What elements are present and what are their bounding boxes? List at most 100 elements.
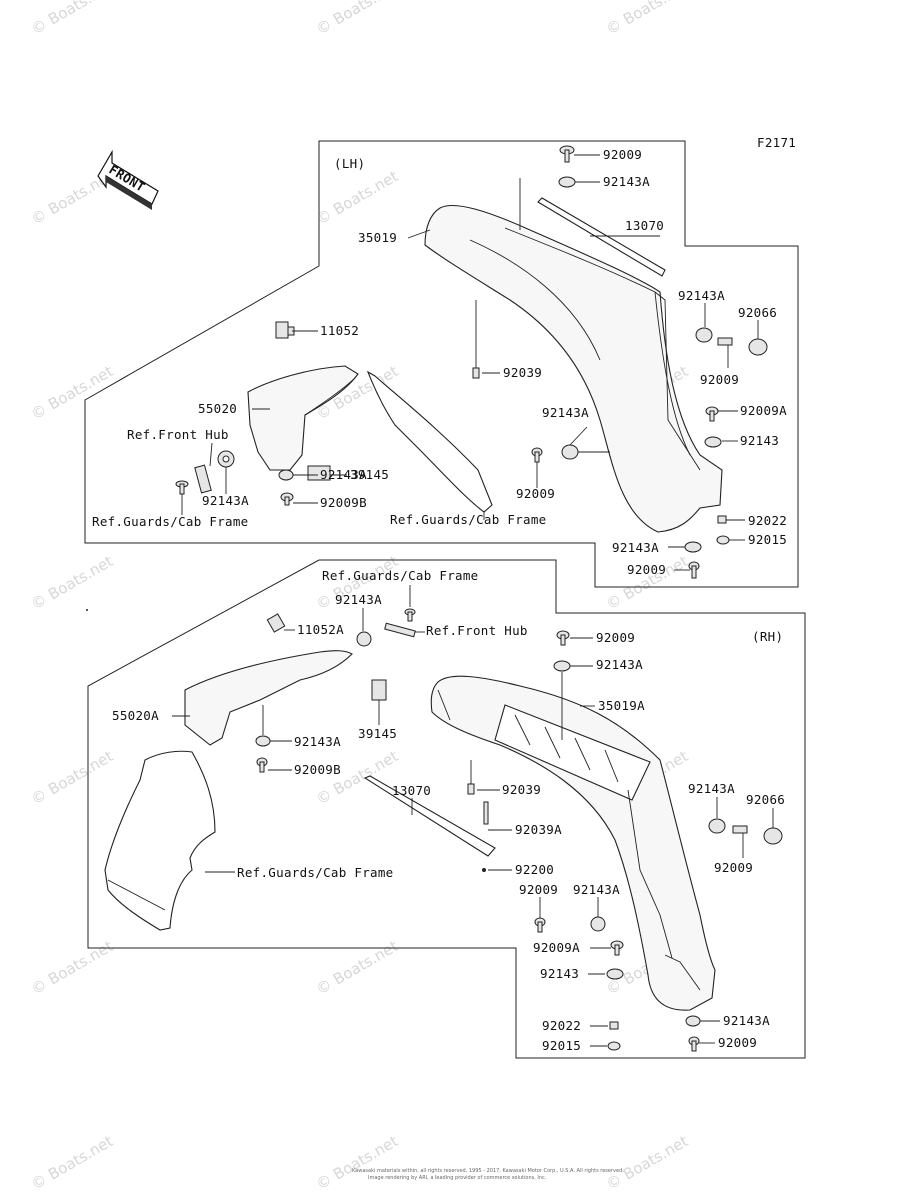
rh-washer-92015[interactable] — [607, 1041, 621, 1051]
front-arrow-icon: FRONT — [97, 149, 159, 210]
rh-label-11052A: 11052A — [297, 622, 344, 637]
watermark: © Boats.net — [313, 167, 401, 228]
lh-side-label: (LH) — [334, 156, 365, 171]
lh-label-92143A-mid: 92143A — [542, 405, 589, 420]
lh-cap-92066[interactable] — [748, 338, 768, 356]
rh-bolt-92009-bot[interactable] — [688, 1036, 700, 1052]
rh-label-39145: 39145 — [358, 726, 397, 741]
lh-grommet-92143A-bot[interactable] — [684, 541, 702, 553]
lh-grommet-92143A-bracket[interactable] — [278, 469, 294, 481]
lh-label-92143: 92143 — [740, 433, 779, 448]
rh-label-92143A-r: 92143A — [688, 781, 735, 796]
watermark: © Boats.net — [28, 937, 116, 998]
rh-clip-11052A[interactable] — [266, 613, 286, 633]
rh-leader-lines — [172, 585, 774, 1047]
rh-bolt-92009-mid[interactable] — [534, 917, 546, 933]
lh-guard-panel — [366, 370, 493, 513]
rh-grommet-92143[interactable] — [606, 968, 624, 980]
lh-label-92009-r: 92009 — [700, 372, 739, 387]
lh-fender-35019[interactable] — [424, 178, 723, 533]
rh-label-92143A-top: 92143A — [335, 592, 382, 607]
lh-label-92066: 92066 — [738, 305, 777, 320]
lh-bolt-92009-top[interactable] — [559, 145, 575, 163]
lh-label-92009A: 92009A — [740, 403, 787, 418]
rh-strip-13070[interactable] — [363, 775, 496, 857]
rh-label-13070: 13070 — [392, 783, 431, 798]
rh-grommet-92143A-bot[interactable] — [685, 1015, 701, 1027]
lh-ref-cab-bolt — [175, 480, 189, 495]
rh-label-92143A-l: 92143A — [294, 734, 341, 749]
rh-ref-hub-bolt — [384, 622, 416, 638]
rh-label-92066: 92066 — [746, 792, 785, 807]
rh-label-92009-bot: 92009 — [718, 1035, 757, 1050]
rh-label-92143: 92143 — [540, 966, 579, 981]
lh-bolt-92009-bot[interactable] — [688, 561, 700, 579]
rh-bolt-92009-top[interactable] — [556, 630, 570, 646]
watermark: © Boats.net — [313, 1132, 401, 1193]
rh-label-92022: 92022 — [542, 1018, 581, 1033]
lh-label-92143A-left: 92143A — [202, 493, 249, 508]
rh-label-92143A-bot: 92143A — [723, 1013, 770, 1028]
lh-grommet-92143[interactable] — [704, 436, 722, 448]
lh-label-92009B: 92009B — [320, 495, 367, 510]
rh-label-92143A-top2: 92143A — [596, 657, 643, 672]
lh-bracket-55020[interactable] — [247, 365, 359, 471]
rh-clip-92039[interactable] — [467, 783, 475, 795]
rh-bolt-92009B[interactable] — [256, 757, 268, 773]
lh-label-92039: 92039 — [503, 365, 542, 380]
lh-grommet-92143A-left[interactable] — [217, 450, 235, 468]
stray-dot — [86, 609, 88, 611]
lh-nut-92022[interactable] — [717, 515, 727, 524]
footer-line-1: Kawasaki materials within, all rights re… — [352, 1168, 624, 1174]
rh-label-92009-r: 92009 — [714, 860, 753, 875]
watermark: © Boats.net — [603, 1132, 691, 1193]
rh-bracket-55020A[interactable] — [184, 650, 353, 746]
lh-label-92009-bot: 92009 — [627, 562, 666, 577]
rh-grommet-92143A-r[interactable] — [708, 818, 726, 834]
rh-label-92009-mid: 92009 — [519, 882, 558, 897]
lh-strip-13070[interactable] — [537, 197, 666, 277]
rh-cap-92066[interactable] — [763, 827, 783, 845]
lh-rubber-39145[interactable] — [307, 465, 331, 481]
rh-grommet-92143A-top2[interactable] — [553, 660, 571, 672]
lh-ref-guards-left: Ref.Guards/Cab Frame — [92, 514, 249, 529]
rh-ref-cab-bolt — [404, 608, 416, 622]
rh-label-92009A: 92009A — [533, 940, 580, 955]
rh-nut-92200[interactable] — [482, 868, 486, 872]
lh-ref-hub-bolt — [194, 464, 212, 494]
lh-bolt-92009-r[interactable] — [717, 337, 733, 346]
rh-grommet-92143A-top[interactable] — [356, 631, 372, 647]
lh-label-92143A-top: 92143A — [603, 174, 650, 189]
rh-ref-guards-bottom: Ref.Guards/Cab Frame — [237, 865, 394, 880]
lh-grommet-92143A-r[interactable] — [695, 327, 713, 343]
lh-grommet-92143A-mid[interactable] — [561, 444, 579, 460]
lh-clip-92039[interactable] — [472, 367, 480, 379]
rh-clip-92039A[interactable] — [483, 801, 489, 825]
lh-leader-lines — [181, 154, 759, 571]
lh-label-92015: 92015 — [748, 532, 787, 547]
lh-bolt-92009A[interactable] — [705, 406, 719, 422]
watermark: © Boats.net — [28, 747, 116, 808]
watermark: © Boats.net — [313, 0, 401, 38]
rh-grommet-92143A-l[interactable] — [255, 735, 271, 747]
rh-rubber-39145[interactable] — [371, 679, 387, 701]
lh-label-92022: 92022 — [748, 513, 787, 528]
rh-nut-92022[interactable] — [609, 1021, 619, 1030]
lh-bolt-92009-mid[interactable] — [531, 447, 543, 463]
lh-washer-92015[interactable] — [716, 535, 730, 545]
rh-frame — [87, 559, 806, 1059]
lh-grommet-92143A-top[interactable] — [558, 176, 576, 188]
lh-label-92009-mid: 92009 — [516, 486, 555, 501]
rh-bolt-92009-r[interactable] — [732, 825, 748, 834]
rh-fender-35019A[interactable] — [430, 675, 716, 1011]
lh-label-39145: 39145 — [350, 467, 389, 482]
rh-ref-guards-top: Ref.Guards/Cab Frame — [322, 568, 479, 583]
rh-label-92009-top: 92009 — [596, 630, 635, 645]
watermark: © Boats.net — [603, 0, 691, 38]
lh-bolt-92009B[interactable] — [280, 492, 294, 506]
rh-label-55020A: 55020A — [112, 708, 159, 723]
rh-bolt-92009A[interactable] — [610, 940, 624, 956]
lh-clip-11052[interactable] — [275, 321, 295, 339]
rh-grommet-92143A-mid[interactable] — [590, 916, 606, 932]
